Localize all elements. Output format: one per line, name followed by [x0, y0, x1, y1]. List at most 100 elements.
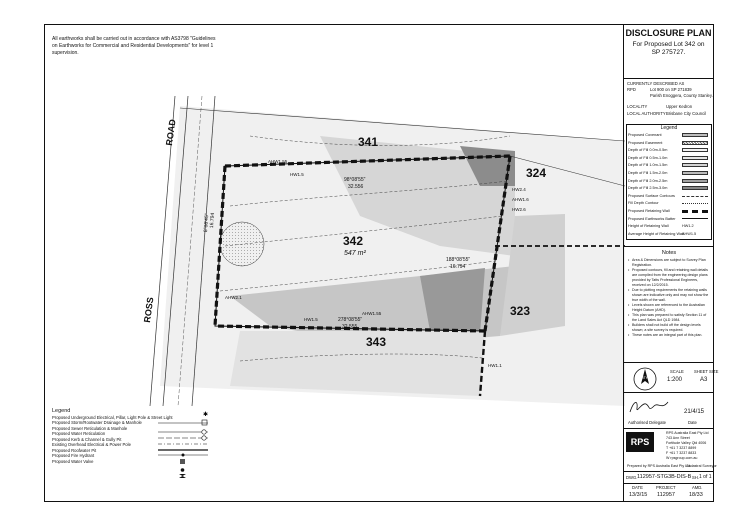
note-item: Levels shown are referenced to the Austr… — [628, 303, 712, 313]
legend-item: Depth of Fill 1.5m-2.0m — [628, 171, 668, 175]
bearing-right: 188°08'55" — [446, 257, 471, 263]
legend-heading: Legend — [660, 125, 678, 131]
currently-described-label: CURRENTLY DESCRIBED AS — [627, 81, 685, 86]
cadastral-surveyor: Cadastral Surveyor — [686, 464, 717, 468]
date-col-value: 13/3/15 — [629, 492, 648, 498]
services-legend-item: Proposed Roofwater Pit — [52, 447, 97, 453]
fill-zone-dark-bottom — [420, 268, 485, 334]
wall-height-left-avg: AHW2.1 — [225, 295, 242, 300]
retaining-wall-right — [483, 155, 512, 332]
services-legend-item: Proposed Underground Electrical, Pillar,… — [52, 414, 173, 420]
lot-342-area: 547 m² — [344, 250, 366, 257]
note-item: Due to plotting requirements the retaini… — [628, 288, 712, 303]
plan-title: DISCLOSURE PLAN — [625, 28, 712, 38]
services-legend-item: Proposed Kerb & Channel & Gully Pit — [52, 436, 122, 442]
note-item: This plan was prepared to satisfy Sectio… — [628, 313, 712, 323]
scale-value: 1:200 — [667, 377, 683, 383]
date-col-label: DATE — [632, 485, 643, 490]
contour-1 — [229, 180, 509, 207]
lot-342-label: 342 — [343, 234, 364, 248]
services-legend-item: Proposed Water Valve — [52, 458, 94, 464]
divider — [623, 246, 714, 247]
retaining-wall-bottom — [214, 324, 486, 333]
legend-item: Depth of Fill 0.5m-1.0m — [628, 155, 668, 160]
wall-height-right-3: HW2.6 — [512, 207, 526, 212]
company-address-1: 743 Ann Street — [666, 436, 690, 440]
legend-item: Proposed Retaining Wall — [628, 209, 670, 213]
divider — [623, 362, 714, 363]
svg-text:✱: ✱ — [203, 411, 208, 418]
contour-4 — [249, 135, 511, 146]
legend-swatch — [682, 210, 708, 213]
company-web: W rpsgroup.com.au — [666, 456, 698, 460]
dwg-value: 112957-STG3B-DIS-B — [637, 474, 692, 480]
company-name: RPS Australia East Pty Ltd — [666, 431, 709, 435]
plan-subtitle-line-1: For Proposed Lot 342 on — [632, 41, 705, 48]
road-line-3 — [177, 96, 203, 406]
services-legend-heading: Legend — [52, 408, 71, 414]
wall-height-br: HW1.1 — [488, 363, 502, 368]
legend-item: Fill Depth Contour — [628, 201, 659, 206]
contour-2 — [224, 215, 503, 247]
wall-height-bottom: HW1.5 — [304, 317, 318, 322]
legend-item: Proposed Surface Contours — [628, 193, 675, 198]
north-arrow-icon — [633, 367, 657, 391]
divider — [623, 392, 714, 393]
lot-324-boundary — [509, 155, 625, 187]
legend-item: Proposed Easement — [628, 140, 663, 145]
legend-swatch — [682, 163, 708, 168]
project-col-value: 112957 — [657, 492, 675, 498]
legend-swatch — [682, 148, 708, 153]
legend-swatch — [682, 155, 708, 160]
legend-swatch — [682, 133, 708, 137]
rpd-value-1: Lot 900 on SP 271839 — [650, 87, 692, 92]
road-line-1 — [149, 96, 176, 406]
sheet-size-value: A3 — [700, 377, 708, 383]
local-authority-label: LOCAL AUTHORITY — [627, 111, 666, 116]
note-item: These notes are an integral part of this… — [628, 333, 712, 338]
legend-swatch — [682, 178, 708, 183]
bearing-top: 98°08'55" — [344, 177, 366, 183]
amd-col-label: AMD. — [692, 485, 703, 490]
services-legend-symbols: ✱ — [158, 411, 208, 478]
wall-height-top-avg: AHW1.55 — [268, 159, 288, 164]
lot-341-boundary — [179, 107, 625, 142]
legend-swatch — [682, 186, 708, 191]
rpd-value-2: Parish Enoggera, County Stanley. — [650, 93, 713, 98]
legend-item: Average Height of Retaining Wall — [628, 231, 684, 236]
legend-item: Proposed Earthworks Batter — [628, 216, 676, 221]
divider — [623, 483, 714, 484]
services-legend-item: Proposed Sewer Reticulation & Manhole — [52, 425, 128, 431]
sh-value: 1 of 1 — [699, 474, 712, 480]
legend-swatch: AHW1.5 — [682, 231, 697, 236]
note-item: Builders shall not build off the design … — [628, 323, 712, 333]
lot-plan-drawing — [149, 96, 625, 406]
title-block — [623, 24, 714, 502]
legend-swatch — [682, 217, 708, 219]
divider — [623, 428, 714, 429]
prepared-by: Prepared by RPS Australia East Pty Ltd — [627, 464, 691, 468]
lot-343-boundary — [478, 330, 487, 397]
legend-swatch — [682, 203, 708, 205]
sh-label: SH. — [692, 475, 699, 480]
project-col-label: PROJECT — [656, 485, 676, 490]
legend-swatch: HW1.2 — [682, 224, 694, 229]
wall-height-right-2: AHW1.6 — [512, 197, 529, 202]
lot-324-label: 324 — [526, 166, 547, 180]
drawing-frame — [44, 24, 714, 502]
lot-343-label: 343 — [366, 335, 387, 349]
lot-323-label: 323 — [510, 304, 531, 318]
services-legend-item: Proposed Fire Hydrant — [52, 453, 95, 458]
divider — [623, 471, 714, 472]
signature-icon — [629, 401, 669, 413]
services-legend: Legend Proposed Underground Electrical, … — [52, 408, 173, 464]
legend-item: Proposed Covenant — [628, 133, 662, 137]
distance-right: 16.794 — [450, 264, 466, 270]
note-item: Proposed contours, fill and retaining wa… — [628, 268, 712, 288]
sheet-size-label: SHEET SIZE — [694, 369, 719, 374]
road-line-2 — [162, 96, 189, 406]
distance-left: 16.794 — [209, 212, 217, 229]
fill-zone-lot343 — [230, 331, 485, 396]
legend-item: Depth of Fill 2.0m-2.5m — [628, 178, 668, 183]
